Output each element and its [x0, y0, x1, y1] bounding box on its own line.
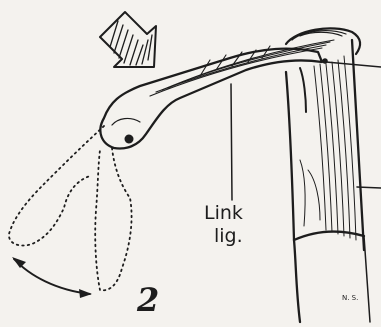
artist-signature: N. S. — [342, 294, 358, 302]
base-block — [294, 232, 370, 322]
vertical-column — [286, 40, 364, 250]
figure-number: 2 — [136, 281, 159, 319]
link-label-line1: Link — [204, 202, 243, 224]
dotted-alternate-position — [9, 126, 132, 290]
cap-pin-icon — [322, 58, 328, 64]
ligament-fibers — [150, 40, 334, 96]
hatched-arrow — [100, 12, 156, 67]
hinge-pin-icon — [125, 135, 134, 144]
motion-arrow — [12, 257, 92, 298]
link-label-line2: lig. — [214, 225, 243, 247]
label-leader-line — [231, 84, 232, 200]
